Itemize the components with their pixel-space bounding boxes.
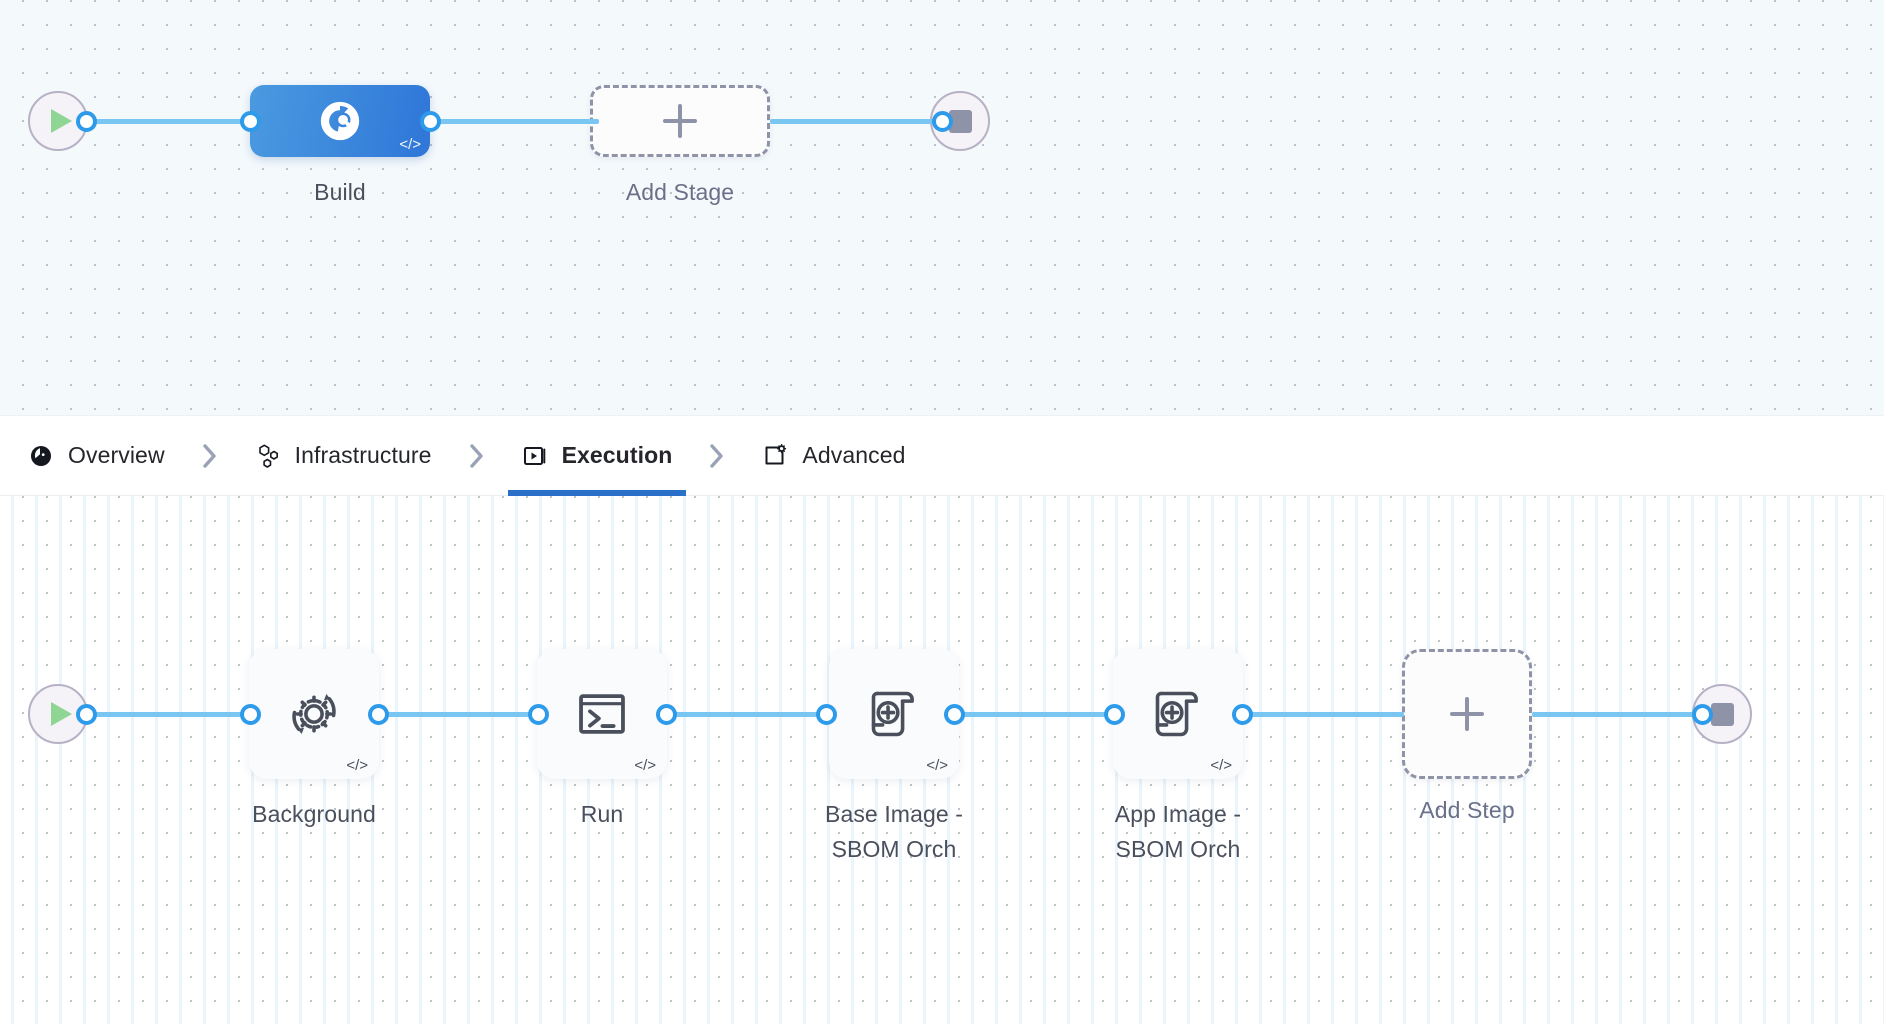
- chevron-right-icon: [686, 441, 748, 471]
- step-base-image-tile[interactable]: </>: [829, 649, 959, 779]
- add-step-node[interactable]: Add Step: [1402, 649, 1532, 828]
- step-run-input-port[interactable]: [528, 704, 549, 725]
- step-link-appimage-to-addstep: [1234, 712, 1404, 717]
- end-circle: [930, 91, 990, 151]
- tab-infrastructure-label: Infrastructure: [294, 442, 432, 468]
- stage-build-tile[interactable]: </>: [250, 85, 430, 157]
- add-step-label: Add Step: [1419, 797, 1515, 823]
- stage-node-build[interactable]: </> Build: [250, 85, 430, 210]
- step-node-background[interactable]: </> Background: [249, 649, 379, 832]
- terminal-icon: [579, 694, 625, 734]
- step-node-base-image-sbom-orch[interactable]: </> Base Image - SBOM Orch: [825, 649, 963, 867]
- step-link-baseimage-to-appimage: [946, 712, 1116, 717]
- stage-link-addstage-to-end: [770, 119, 948, 124]
- sbom-scroll-icon: [871, 691, 914, 737]
- code-badge[interactable]: </>: [346, 757, 368, 774]
- step-start-port[interactable]: [76, 704, 97, 725]
- plus-icon: [1450, 697, 1484, 731]
- code-badge[interactable]: </>: [634, 757, 656, 774]
- tab-infrastructure[interactable]: Infrastructure: [241, 415, 446, 496]
- hexagon-cluster-icon: [255, 443, 281, 469]
- sbom-scroll-icon: [1155, 691, 1198, 737]
- step-node-run[interactable]: </> Run: [537, 649, 667, 832]
- step-app-image-tile[interactable]: </>: [1113, 649, 1243, 779]
- stage-build-input-port[interactable]: [240, 111, 261, 132]
- add-stage-label: Add Stage: [625, 179, 735, 205]
- step-background-tile[interactable]: </>: [249, 649, 379, 779]
- chevron-right-icon: [179, 441, 241, 471]
- code-badge[interactable]: </>: [1210, 757, 1232, 774]
- stage-canvas[interactable]: </> Build Add Stage: [0, 0, 1884, 415]
- step-config-tab-bar[interactable]: Overview Infrastructure Execution: [0, 415, 1884, 496]
- code-badge[interactable]: </>: [399, 136, 421, 153]
- step-background-output-port[interactable]: [368, 704, 389, 725]
- step-node-app-image-sbom-orch[interactable]: </> App Image - SBOM Orch: [1113, 649, 1243, 867]
- execution-play-icon: [522, 443, 548, 469]
- stage-start-port[interactable]: [76, 111, 97, 132]
- add-stage-tile[interactable]: [590, 85, 770, 157]
- step-run-output-port[interactable]: [656, 704, 677, 725]
- step-app-image-output-port[interactable]: [1232, 704, 1253, 725]
- stage-build-output-port[interactable]: [420, 111, 441, 132]
- step-app-image-input-port[interactable]: [1104, 704, 1125, 725]
- step-base-image-output-port[interactable]: [944, 704, 965, 725]
- tab-execution[interactable]: Execution: [507, 415, 687, 496]
- step-link-run-to-baseimage: [658, 712, 828, 717]
- stop-icon: [1710, 702, 1734, 726]
- tab-advanced-label: Advanced: [802, 442, 906, 468]
- overview-pie-icon: [28, 443, 54, 469]
- play-icon: [51, 109, 72, 133]
- step-background-input-port[interactable]: [240, 704, 261, 725]
- step-label: Run: [580, 801, 624, 827]
- step-link-addstep-to-end: [1532, 712, 1694, 717]
- plus-icon: [663, 104, 697, 138]
- code-badge[interactable]: </>: [926, 757, 948, 774]
- advanced-gear-icon: [762, 443, 788, 469]
- tab-overview[interactable]: Overview: [14, 415, 179, 496]
- chevron-right-icon: [446, 441, 508, 471]
- build-target-icon: [320, 101, 360, 141]
- step-link-background-to-run: [370, 712, 540, 717]
- stop-icon: [948, 109, 972, 133]
- step-label: Base Image - SBOM Orch: [825, 801, 963, 862]
- stage-label: Build: [314, 179, 366, 205]
- tab-execution-label: Execution: [561, 442, 673, 468]
- add-step-tile[interactable]: [1402, 649, 1532, 779]
- stage-link-build-to-addstage: [424, 119, 599, 124]
- step-canvas[interactable]: </> Background </> Run: [0, 496, 1884, 1024]
- tab-overview-label: Overview: [68, 442, 165, 468]
- step-base-image-input-port[interactable]: [816, 704, 837, 725]
- step-label: App Image - SBOM Orch: [1114, 801, 1242, 862]
- step-label: Background: [252, 801, 376, 827]
- stage-end-port[interactable]: [932, 111, 953, 132]
- pipeline-end-node[interactable]: [930, 91, 990, 151]
- step-link-start-to-background: [84, 712, 259, 717]
- add-stage-node[interactable]: Add Stage: [590, 85, 770, 210]
- step-end-port[interactable]: [1692, 704, 1713, 725]
- gear-refresh-icon: [292, 693, 336, 735]
- play-icon: [51, 702, 72, 726]
- stage-link-start-to-build: [84, 119, 259, 124]
- tab-advanced[interactable]: Advanced: [748, 415, 919, 496]
- step-run-tile[interactable]: </>: [537, 649, 667, 779]
